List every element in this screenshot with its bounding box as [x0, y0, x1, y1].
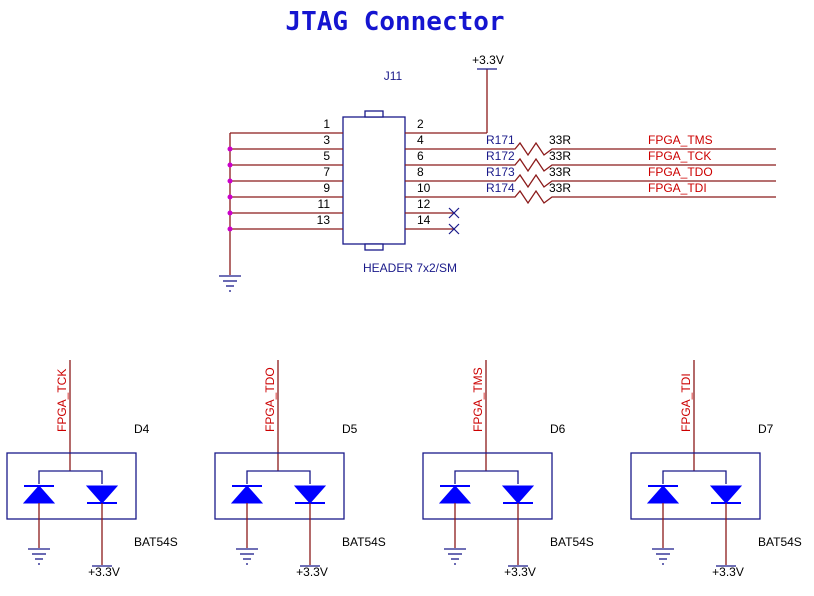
pin-number: 12: [417, 197, 431, 211]
connector-body: [342, 116, 406, 245]
pin-number: 3: [323, 133, 330, 147]
connector-refdes: J11: [384, 69, 403, 83]
connector-left-pin-wires: [229, 132, 343, 275]
diode-package: [630, 452, 761, 520]
pin-number: 7: [323, 165, 330, 179]
power-label: +3.3V: [296, 565, 328, 579]
pin-number: 9: [323, 181, 330, 195]
pin-number: 14: [417, 213, 431, 227]
net-label: FPGA_TDO: [263, 367, 277, 432]
diode-part: BAT54S: [550, 535, 594, 549]
power-port-3v3: +3.3V: [472, 53, 504, 70]
pin-number: 8: [417, 165, 424, 179]
diode-refdes: D6: [550, 422, 566, 436]
net-label: FPGA_TCK: [55, 369, 69, 432]
diode-part: BAT54S: [758, 535, 802, 549]
connector-j11: J11 HEADER 7x2/SM 1 3 5 7 9 11 13: [219, 53, 505, 292]
pin-number: 6: [417, 149, 424, 163]
resistor-r171: R171 33R FPGA_TMS: [486, 133, 776, 157]
connector-tab-top: [364, 110, 384, 118]
net-label: FPGA_TDO: [648, 165, 713, 179]
diode-d7: FPGA_TDI D7 +3.3V BAT54S: [630, 360, 802, 579]
resistor-refdes: R173: [486, 165, 515, 179]
pin-number: 13: [317, 213, 331, 227]
diode-refdes: D4: [134, 422, 150, 436]
resistor-r172: R172 33R FPGA_TCK: [486, 149, 776, 173]
resistor-refdes: R174: [486, 181, 515, 195]
diode-package: [422, 452, 553, 520]
diode-part: BAT54S: [134, 535, 178, 549]
pin-number: 5: [323, 149, 330, 163]
power-label: +3.3V: [472, 53, 504, 67]
pin-number: 4: [417, 133, 424, 147]
ground-symbol: [219, 275, 241, 292]
net-label: FPGA_TMS: [471, 367, 485, 432]
resistor-refdes: R172: [486, 149, 515, 163]
diode-d4: FPGA_TCK D4 +3.3V BAT54S: [6, 360, 178, 579]
pin-number: 10: [417, 181, 431, 195]
diode-refdes: D5: [342, 422, 358, 436]
net-label: FPGA_TDI: [679, 373, 693, 432]
resistor-value: 33R: [549, 133, 571, 147]
pin-number: 11: [318, 197, 331, 211]
net-label: FPGA_TMS: [648, 133, 713, 147]
net-label: FPGA_TDI: [648, 181, 707, 195]
power-label: +3.3V: [504, 565, 536, 579]
diode-d6: FPGA_TMS D6 +3.3V BAT54S: [422, 360, 594, 579]
connector-value: HEADER 7x2/SM: [363, 261, 457, 275]
pin-number: 1: [323, 117, 330, 131]
diode-refdes: D7: [758, 422, 774, 436]
resistor-value: 33R: [549, 181, 571, 195]
net-label: FPGA_TCK: [648, 149, 711, 163]
connector-tab-bottom: [364, 243, 384, 251]
diode-package: [6, 452, 137, 520]
resistor-value: 33R: [549, 165, 571, 179]
resistor-r173: R173 33R FPGA_TDO: [486, 165, 776, 189]
resistor-r174: R174 33R FPGA_TDI: [486, 181, 776, 205]
resistor-refdes: R171: [486, 133, 515, 147]
diode-package: [214, 452, 345, 520]
resistor-value: 33R: [549, 149, 571, 163]
pin-number: 2: [417, 117, 424, 131]
diode-part: BAT54S: [342, 535, 386, 549]
no-connect-marks: [448, 207, 460, 235]
power-label: +3.3V: [712, 565, 744, 579]
junction-dots: [227, 146, 233, 232]
page-title: JTAG Connector: [285, 7, 504, 37]
diode-d5: FPGA_TDO D5 +3.3V BAT54S: [214, 360, 386, 579]
power-label: +3.3V: [88, 565, 120, 579]
connector-right-pin-wires: [405, 69, 505, 230]
